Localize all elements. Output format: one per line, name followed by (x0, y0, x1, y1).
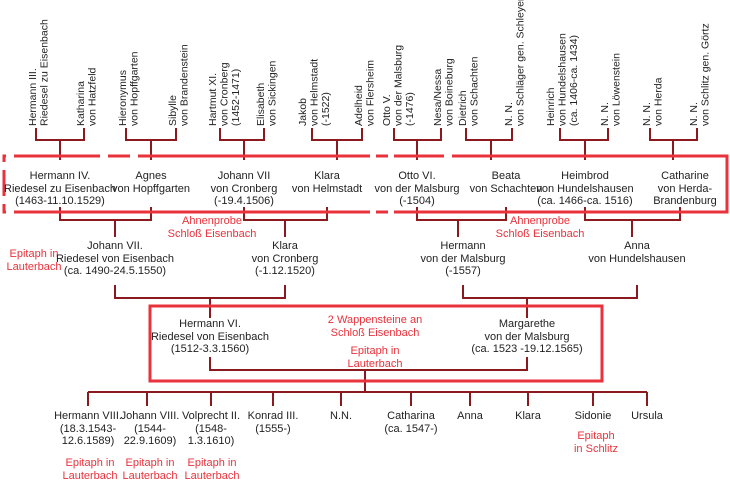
note-epitaph-johann8: Epitaph in Lauterbach (122, 457, 178, 482)
person-klara-cronberg: Klara von Cronberg (-1.12.1520) (251, 240, 319, 277)
person-agnes: Agnes von Hopffgarten (111, 170, 191, 195)
ancestor-elisabeth: Elisabeth von Sickingen (255, 60, 279, 126)
ancestor-dietrich: Dietrich von Schachten (457, 56, 481, 126)
ancestor-nn-loewenstein: N. N. von Löwenstein (599, 53, 623, 126)
ancestor-nesa: Nesa/Nessa von Boineburg (432, 58, 456, 126)
person-margarethe: Margarethe von der Malsburg (ca. 1523 -1… (471, 318, 583, 355)
ancestor-hermann3: Hermann III. Riedesel zu Eisenbach (27, 19, 51, 126)
ancestor-katharina-hatzfeld: Katharina von Hatzfeld (75, 67, 99, 126)
ancestor-nn-schlaeger: N. N. von Schläger gen. Schleyer (503, 0, 527, 126)
connector-johann7r-klarac (114, 285, 286, 318)
person-johann7-cronberg: Johann VII von Cronberg (-19.4.1506) (210, 170, 278, 207)
child-nn: N.N. (330, 410, 352, 422)
ancestor-hieronymus: Hieronymus von Hopffgarten (117, 51, 141, 126)
person-catharine-herda: Catharine von Herda- Brandenburg (653, 170, 717, 207)
child-ursula: Ursula (631, 410, 663, 422)
child-klara: Klara (515, 410, 541, 422)
person-anna-hundelshausen: Anna von Hundelshausen (588, 240, 686, 265)
note-epitaph-volprecht2: Epitaph in Lauterbach (184, 457, 240, 482)
person-klara-helmstadt: Klara von Helmstadt (291, 170, 363, 195)
child-catharina: Catharina (ca. 1547-) (384, 410, 438, 435)
person-hermann-malsburg: Hermann von der Malsburg (-1557) (420, 240, 506, 277)
child-johann8: Johann VIII. (1544- 22.9.1609) (120, 410, 180, 447)
person-johann7-riedesel: Johann VII. Riedesel von Eisenbach (ca. … (55, 240, 175, 277)
note-epitaph-lauterbach-left: Epitaph in Lauterbach (6, 248, 62, 273)
ancestor-nn-schlitz: N. N. von Schlitz gen. Görtz (688, 23, 712, 126)
ahnenprobe-box (2, 154, 729, 214)
ancestor-nn-herda: N. N. von Herda (641, 77, 665, 126)
child-volprecht2: Volprecht II. (1548- 1.3.1610) (181, 410, 241, 447)
connector-children (87, 391, 648, 406)
child-hermann8: Hermann VIII. (18.3.1543- 12.6.1589) (54, 410, 122, 447)
person-beata: Beata von Schachten (469, 170, 543, 195)
person-hermann4: Hermann IV. Riedesel zu Eisenbach (1463-… (4, 170, 116, 207)
ancestor-otto5: Otto V. von der Malsburg (-1476) (381, 44, 416, 126)
ancestor-hartmut: Hartmut XI. von Cronberg (1452-1471) (207, 62, 242, 126)
person-heimbrod: Heimbrod von Hundelshausen (ca. 1466-ca.… (536, 170, 634, 207)
note-wappensteine: 2 Wappensteine an Schloß Eisenbach (327, 314, 423, 339)
note-epitaph-hermann8: Epitaph in Lauterbach (62, 457, 118, 482)
note-epitaph-sidonie: Epitaph in Schlitz (573, 430, 619, 455)
ancestor-heinrich: Heinrich von Hundelshausen (ca. 1406-ca.… (545, 33, 580, 126)
child-konrad3: Konrad III. (1555-) (247, 410, 299, 435)
note-ahnenprobe-right: Ahnenprobe Schloß Eisenbach (495, 215, 585, 240)
ancestor-jakob: Jakob von Helmstadt (-1522) (297, 58, 332, 126)
child-anna: Anna (457, 410, 483, 422)
note-epitaph-lauterbach-center: Epitaph in Lauterbach (347, 345, 403, 370)
person-otto6: Otto VI. von der Malsburg (-1504) (374, 170, 460, 207)
ancestor-adelheid: Adelheid von Flersheim (353, 60, 377, 126)
wappensteine-box (148, 304, 604, 383)
connector-hermann-anna (462, 285, 638, 318)
ancestor-sibylle: Sibylle von Brandenstein (167, 44, 191, 126)
child-sidonie: Sidonie (574, 410, 612, 422)
note-ahnenprobe-left: Ahnenprobe Schloß Eisenbach (167, 215, 257, 240)
person-hermann6: Hermann VI. Riedesel von Eisenbach (1512… (150, 318, 270, 355)
